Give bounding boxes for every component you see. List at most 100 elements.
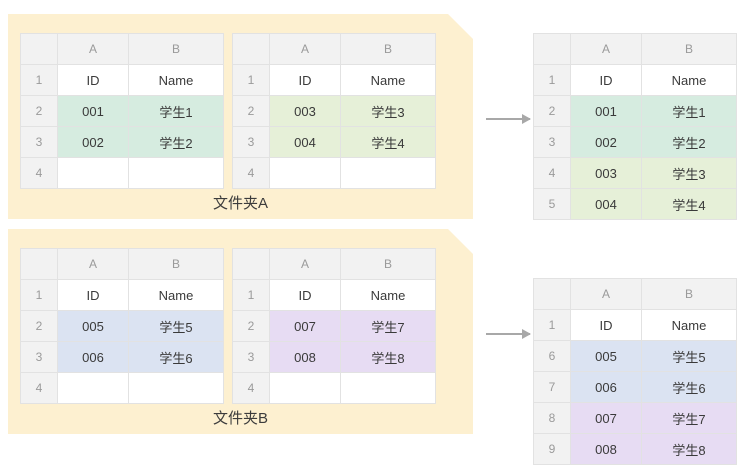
row-header[interactable]: 1 (20, 279, 58, 311)
row-header[interactable]: 1 (20, 64, 58, 96)
cell[interactable] (269, 372, 341, 404)
column-header-b[interactable]: B (340, 248, 436, 280)
row-header[interactable]: 4 (533, 157, 571, 189)
column-header-a[interactable]: A (269, 33, 341, 65)
row-header[interactable]: 3 (232, 126, 270, 158)
row-header[interactable]: 2 (20, 95, 58, 127)
sheet-a2[interactable]: A B 1 ID Name 2 003 学生3 3 004 学生4 4 (232, 33, 436, 189)
cell[interactable] (269, 157, 341, 189)
cell[interactable]: 008 (269, 341, 341, 373)
cell[interactable]: 005 (570, 340, 642, 372)
cell[interactable]: 学生4 (340, 126, 436, 158)
table-row: A B (533, 33, 737, 65)
cell[interactable]: 学生3 (641, 157, 737, 189)
cell[interactable]: 学生8 (340, 341, 436, 373)
cell[interactable]: Name (128, 64, 224, 96)
row-header[interactable]: 2 (20, 310, 58, 342)
cell[interactable]: 005 (57, 310, 129, 342)
cell[interactable]: 学生4 (641, 188, 737, 220)
row-header[interactable]: 1 (533, 64, 571, 96)
column-header-b[interactable]: B (340, 33, 436, 65)
row-header[interactable]: 6 (533, 340, 571, 372)
merged-sheet-b[interactable]: A B 1 ID Name 6 005 学生5 7 006 学生6 8 007 … (533, 278, 737, 465)
cell[interactable]: ID (570, 64, 642, 96)
cell[interactable] (128, 157, 224, 189)
row-header[interactable]: 2 (232, 310, 270, 342)
column-header-b[interactable]: B (128, 248, 224, 280)
cell[interactable]: 003 (570, 157, 642, 189)
table-row: 3 002 学生2 (20, 126, 224, 158)
table-row: 4 (20, 372, 224, 404)
cell[interactable]: ID (269, 64, 341, 96)
cell[interactable]: 001 (57, 95, 129, 127)
cell[interactable]: 002 (57, 126, 129, 158)
cell[interactable]: 002 (570, 126, 642, 158)
row-header[interactable]: 3 (533, 126, 571, 158)
cell[interactable]: 007 (570, 402, 642, 434)
cell[interactable]: Name (641, 64, 737, 96)
cell[interactable]: Name (340, 64, 436, 96)
folder-b-label: 文件夹B (212, 410, 268, 427)
sheet-a1[interactable]: A B 1 ID Name 2 001 学生1 3 002 学生2 4 (20, 33, 224, 189)
cell[interactable]: 001 (570, 95, 642, 127)
column-header-b[interactable]: B (128, 33, 224, 65)
cell[interactable] (340, 372, 436, 404)
cell[interactable]: 004 (269, 126, 341, 158)
column-header-a[interactable]: A (269, 248, 341, 280)
column-header-a[interactable]: A (570, 33, 642, 65)
cell[interactable]: 学生2 (128, 126, 224, 158)
row-header[interactable]: 1 (533, 309, 571, 341)
cell[interactable]: Name (128, 279, 224, 311)
cell[interactable]: ID (269, 279, 341, 311)
merged-sheet-a[interactable]: A B 1 ID Name 2 001 学生1 3 002 学生2 4 003 … (533, 33, 737, 220)
cell[interactable]: 006 (570, 371, 642, 403)
cell[interactable]: 学生1 (128, 95, 224, 127)
cell[interactable]: Name (340, 279, 436, 311)
sheet-b2[interactable]: A B 1 ID Name 2 007 学生7 3 008 学生8 4 (232, 248, 436, 404)
cell[interactable]: 学生7 (641, 402, 737, 434)
cell[interactable]: 学生6 (641, 371, 737, 403)
cell[interactable] (340, 157, 436, 189)
row-header[interactable]: 8 (533, 402, 571, 434)
row-header[interactable]: 3 (20, 126, 58, 158)
cell[interactable]: 学生5 (128, 310, 224, 342)
column-header-a[interactable]: A (57, 248, 129, 280)
row-header[interactable]: 4 (20, 157, 58, 189)
row-header[interactable]: 7 (533, 371, 571, 403)
row-header[interactable]: 9 (533, 433, 571, 465)
cell[interactable]: 007 (269, 310, 341, 342)
cell[interactable]: 008 (570, 433, 642, 465)
cell[interactable] (57, 157, 129, 189)
cell[interactable]: 003 (269, 95, 341, 127)
column-header-b[interactable]: B (641, 33, 737, 65)
cell[interactable]: Name (641, 309, 737, 341)
cell[interactable]: 学生5 (641, 340, 737, 372)
cell[interactable]: 学生3 (340, 95, 436, 127)
column-header-a[interactable]: A (570, 278, 642, 310)
cell[interactable]: ID (570, 309, 642, 341)
row-header[interactable]: 1 (232, 279, 270, 311)
cell[interactable]: 004 (570, 188, 642, 220)
row-header[interactable]: 3 (20, 341, 58, 373)
row-header[interactable]: 5 (533, 188, 571, 220)
cell[interactable] (57, 372, 129, 404)
cell[interactable]: 学生7 (340, 310, 436, 342)
row-header[interactable]: 1 (232, 64, 270, 96)
cell[interactable] (128, 372, 224, 404)
cell[interactable]: ID (57, 64, 129, 96)
cell[interactable]: 006 (57, 341, 129, 373)
column-header-a[interactable]: A (57, 33, 129, 65)
cell[interactable]: 学生6 (128, 341, 224, 373)
sheet-b1[interactable]: A B 1 ID Name 2 005 学生5 3 006 学生6 4 (20, 248, 224, 404)
row-header[interactable]: 4 (232, 372, 270, 404)
row-header[interactable]: 3 (232, 341, 270, 373)
row-header[interactable]: 4 (232, 157, 270, 189)
cell[interactable]: 学生8 (641, 433, 737, 465)
row-header[interactable]: 2 (533, 95, 571, 127)
cell[interactable]: 学生2 (641, 126, 737, 158)
column-header-b[interactable]: B (641, 278, 737, 310)
row-header[interactable]: 2 (232, 95, 270, 127)
cell[interactable]: ID (57, 279, 129, 311)
row-header[interactable]: 4 (20, 372, 58, 404)
cell[interactable]: 学生1 (641, 95, 737, 127)
